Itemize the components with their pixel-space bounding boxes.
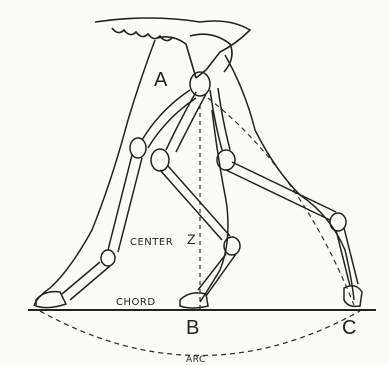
front-leg [210, 88, 362, 306]
body-outline [34, 40, 354, 306]
arc-label: ARC [186, 356, 206, 365]
arc-line [40, 311, 360, 356]
pelvis-spine [95, 18, 250, 78]
middle-leg [151, 72, 240, 308]
point-a-label: A [154, 70, 167, 90]
center-mark-label: Z [187, 232, 196, 246]
center-label: CENTER [130, 238, 173, 248]
chord-label: CHORD [116, 298, 156, 308]
point-b-label: B [186, 318, 199, 338]
back-leg [36, 90, 196, 308]
radius-line [208, 98, 354, 305]
point-c-label: C [342, 318, 356, 338]
